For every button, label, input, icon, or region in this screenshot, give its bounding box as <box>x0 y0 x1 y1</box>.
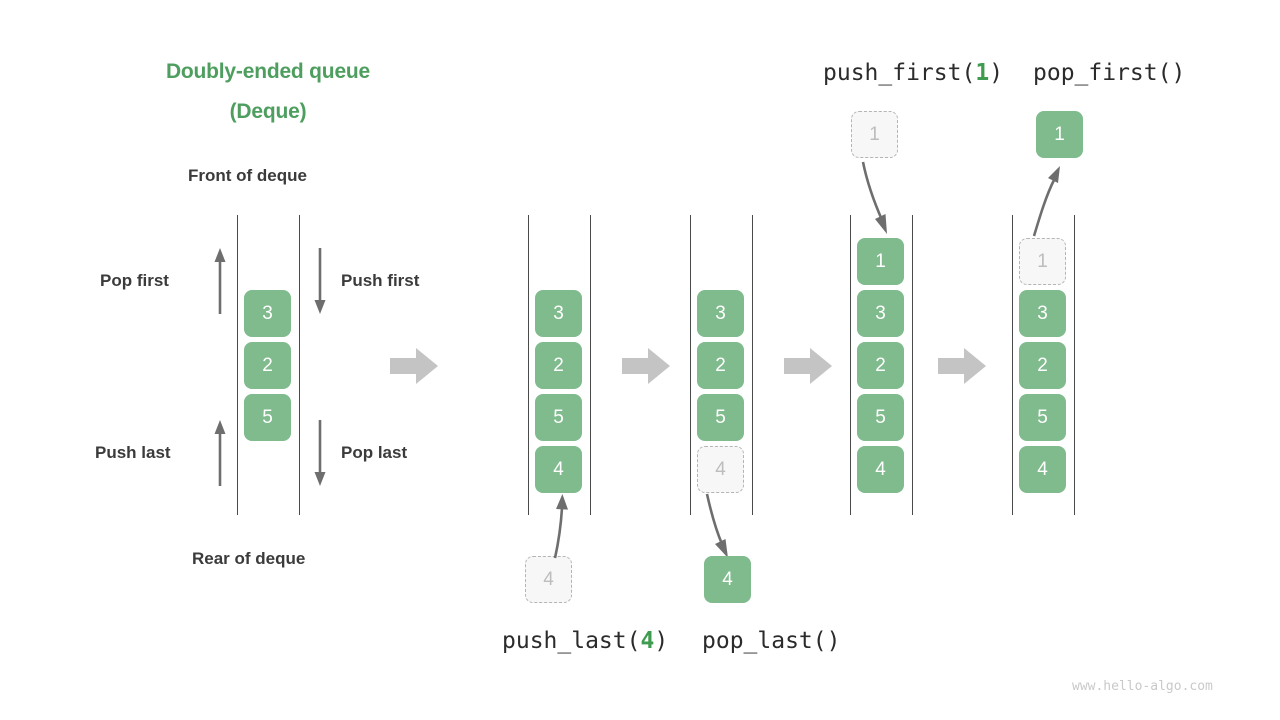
flow-arrow-icon-3 <box>784 348 832 384</box>
push-last-arrow-icon <box>214 420 226 486</box>
flow-arrow-icon-2 <box>622 348 670 384</box>
deque-rail-left-initial <box>237 215 238 515</box>
deque-rail-right-push-last <box>590 215 591 515</box>
deque-rail-left-push-last <box>528 215 529 515</box>
diagram-title-line2: (Deque) <box>229 100 307 123</box>
deque-rail-left-pop-last <box>690 215 691 515</box>
push-last-op-header: push_last(4) <box>502 628 668 654</box>
pop-last-label: Pop last <box>341 443 408 462</box>
deque-rail-right-push-first <box>912 215 913 515</box>
cell-pushlast-0: 3 <box>535 290 582 337</box>
cell-pushfirst-4: 4 <box>857 446 904 493</box>
cell-poplast-2: 5 <box>697 394 744 441</box>
cell-pushlast-2: 5 <box>535 394 582 441</box>
pop-first-label: Pop first <box>100 271 169 290</box>
pop-last-arrow-icon <box>314 420 326 486</box>
push-last-op-arg: 4 <box>640 628 655 654</box>
cell-poplast-1: 2 <box>697 342 744 389</box>
cell-initial-0: 3 <box>244 290 291 337</box>
cell-pushfirst-3: 5 <box>857 394 904 441</box>
push-first-arrow-icon <box>314 248 326 314</box>
front-of-deque-label: Front of deque <box>188 166 307 185</box>
cell-pop-first-output: 1 <box>1036 111 1083 158</box>
push-first-op-suffix: ) <box>989 60 1004 86</box>
diagram-title-line1: Doubly-ended queue <box>165 60 371 83</box>
ghost-cell-pop-last-slot: 4 <box>697 446 744 493</box>
ghost-cell-push-last-input: 4 <box>525 556 572 603</box>
push-first-op-header: push_first(1) <box>823 60 1003 86</box>
cell-poplast-0: 3 <box>697 290 744 337</box>
cell-popfirst-1: 2 <box>1019 342 1066 389</box>
deque-rail-right-initial <box>299 215 300 515</box>
push-last-op-suffix: ) <box>654 628 669 654</box>
push-last-curved-arrow-icon <box>553 494 568 559</box>
rear-of-deque-label: Rear of deque <box>192 549 306 568</box>
ghost-cell-pop-first-slot: 1 <box>1019 238 1066 285</box>
flow-arrow-icon-1 <box>390 348 438 384</box>
deque-rail-left-pop-first <box>1012 215 1013 515</box>
cell-pushlast-3: 4 <box>535 446 582 493</box>
cell-popfirst-3: 4 <box>1019 446 1066 493</box>
push-last-op-prefix: push_last( <box>502 628 641 654</box>
deque-rail-right-pop-first <box>1074 215 1075 515</box>
cell-pushfirst-0: 1 <box>857 238 904 285</box>
cell-pushfirst-2: 2 <box>857 342 904 389</box>
push-first-label: Push first <box>341 271 420 290</box>
pop-first-op-header: pop_first() <box>1033 60 1186 86</box>
push-first-op-arg: 1 <box>975 60 990 86</box>
cell-popfirst-0: 3 <box>1019 290 1066 337</box>
pop-last-curved-arrow-icon <box>705 493 728 558</box>
deque-rail-left-push-first <box>850 215 851 515</box>
cell-pushlast-1: 2 <box>535 342 582 389</box>
cell-popfirst-2: 5 <box>1019 394 1066 441</box>
push-first-op-prefix: push_first( <box>823 60 976 86</box>
pop-last-op-header: pop_last() <box>702 628 841 654</box>
cell-pushfirst-1: 3 <box>857 290 904 337</box>
cell-initial-2: 5 <box>244 394 291 441</box>
watermark: www.hello-algo.com <box>1072 679 1213 694</box>
pop-first-curved-arrow-icon <box>1032 166 1060 237</box>
deque-rail-right-pop-last <box>752 215 753 515</box>
pop-first-arrow-icon <box>214 248 226 314</box>
cell-pop-last-output: 4 <box>704 556 751 603</box>
cell-initial-1: 2 <box>244 342 291 389</box>
ghost-cell-push-first-input: 1 <box>851 111 898 158</box>
push-last-label: Push last <box>95 443 171 462</box>
flow-arrow-icon-4 <box>938 348 986 384</box>
push-first-curved-arrow-icon <box>861 161 887 234</box>
